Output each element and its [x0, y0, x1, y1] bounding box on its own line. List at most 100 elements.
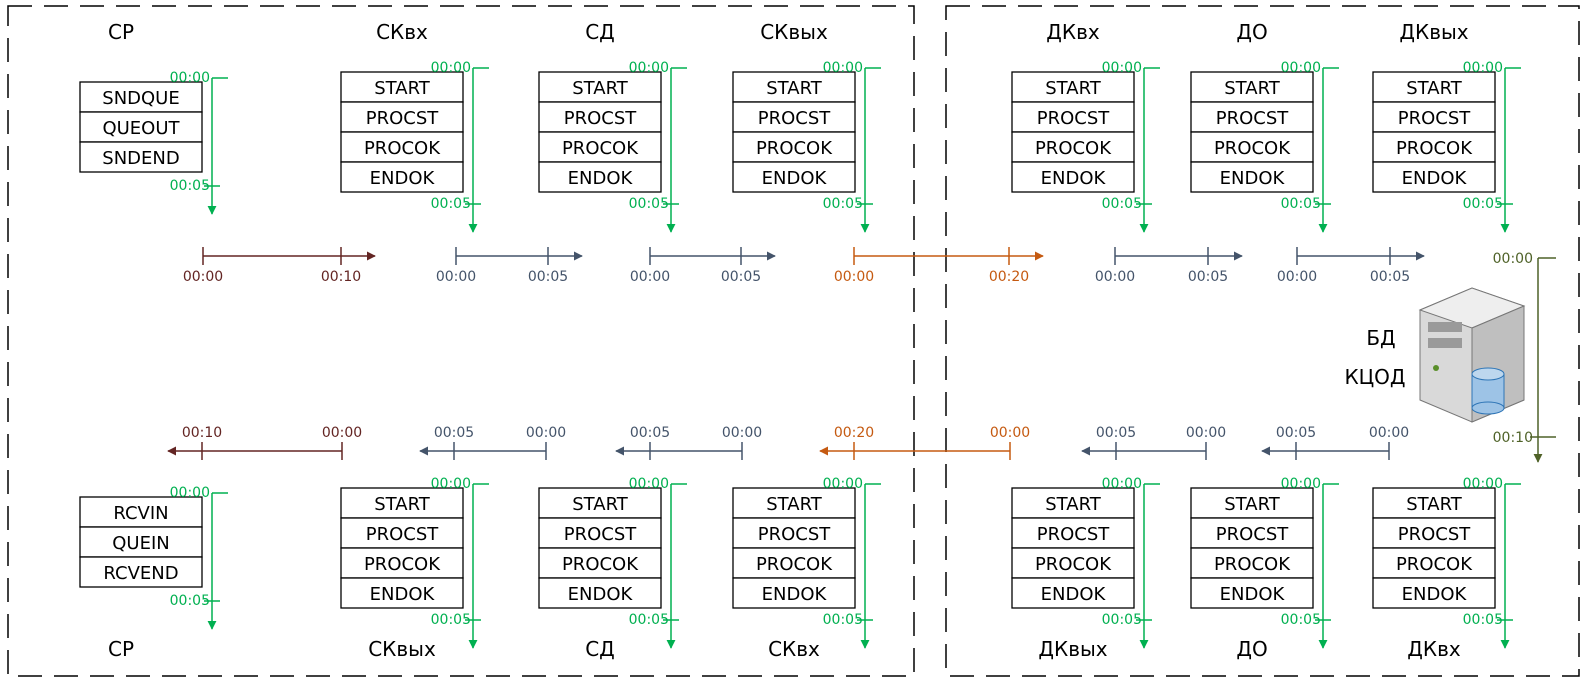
node-label: ДО: [1236, 20, 1267, 44]
time-label-start: 00:00: [1102, 60, 1142, 76]
link-end-label: 00:05: [1370, 269, 1410, 285]
database-server-icon: [1418, 287, 1526, 423]
state-box: [1011, 161, 1135, 193]
state-label: PROCOK: [1396, 554, 1473, 575]
link-start-label: 00:00: [834, 269, 874, 285]
state-label: PROCST: [366, 524, 440, 545]
link-start-label: 00:00: [990, 425, 1030, 441]
link-start-label: 00:00: [183, 269, 223, 285]
time-label-end: 00:05: [170, 178, 210, 194]
state-box: [79, 496, 203, 528]
state-box: [732, 547, 856, 579]
state-box: [1372, 547, 1496, 579]
state-label: ENDOK: [1402, 168, 1468, 189]
state-label: ENDOK: [1220, 168, 1286, 189]
state-box: [538, 71, 662, 103]
state-label: START: [1045, 78, 1102, 99]
state-label: PROCOK: [1396, 138, 1473, 159]
state-label: ENDOK: [568, 168, 634, 189]
state-box: [1011, 547, 1135, 579]
diagram-content: СРSNDQUEQUEOUTSNDEND00:0000:05СКвхSTARTP…: [79, 20, 1556, 661]
state-box: [1011, 131, 1135, 163]
state-label: PROCST: [1216, 108, 1290, 129]
state-label: PROCOK: [1214, 138, 1291, 159]
db-cylinder-bottom: [1471, 401, 1505, 415]
time-label-end: 00:05: [629, 612, 669, 628]
node-label: СД: [585, 637, 615, 661]
state-box: [340, 517, 464, 549]
state-box: [79, 81, 203, 113]
state-label: ENDOK: [568, 584, 634, 605]
state-label: RCVEND: [103, 563, 178, 584]
state-box: [1372, 161, 1496, 193]
node-label: ДКвх: [1407, 637, 1461, 661]
state-label: PROCST: [1398, 108, 1472, 129]
right-region-frame: [945, 5, 1580, 677]
state-box: [1372, 517, 1496, 549]
link-start-label: 00:00: [436, 269, 476, 285]
state-label: PROCOK: [364, 554, 441, 575]
state-box: [1372, 487, 1496, 519]
state-box: [1372, 101, 1496, 133]
node-label: ДКвых: [1399, 20, 1468, 44]
time-label-end: 00:05: [1281, 612, 1321, 628]
state-box: [1190, 487, 1314, 519]
state-box: [1372, 577, 1496, 609]
time-label-end: 00:05: [823, 612, 863, 628]
state-box: [1190, 161, 1314, 193]
state-label: ENDOK: [1220, 584, 1286, 605]
node-label: ДКвых: [1038, 637, 1107, 661]
time-label-start: 00:00: [823, 60, 863, 76]
state-box: [79, 556, 203, 588]
state-label: START: [766, 494, 823, 515]
node-label: СКвх: [376, 20, 428, 44]
server-slot: [1428, 338, 1462, 348]
time-label-start: 00:00: [1463, 476, 1503, 492]
time-label-end: 00:05: [431, 612, 471, 628]
state-label: PROCOK: [364, 138, 441, 159]
node-label: СР: [108, 20, 134, 44]
state-box: [732, 487, 856, 519]
state-box: [1011, 71, 1135, 103]
state-label: START: [1406, 78, 1463, 99]
state-box: [1190, 101, 1314, 133]
state-label: START: [1224, 78, 1281, 99]
link-end-label: 00:05: [721, 269, 761, 285]
state-box: [732, 101, 856, 133]
state-label: RCVIN: [113, 503, 168, 524]
node-label: СКвых: [760, 20, 828, 44]
state-box: [1190, 517, 1314, 549]
state-label: PROCOK: [1035, 554, 1112, 575]
state-label: ENDOK: [762, 168, 828, 189]
time-label-end: 00:05: [629, 196, 669, 212]
state-label: PROCOK: [562, 138, 639, 159]
state-label: START: [572, 78, 629, 99]
node-label: ДКвх: [1046, 20, 1100, 44]
state-label: PROCOK: [1035, 138, 1112, 159]
state-label: ENDOK: [370, 584, 436, 605]
time-label-start: 00:00: [1281, 60, 1321, 76]
time-label-start: 00:00: [823, 476, 863, 492]
state-label: PROCST: [758, 108, 832, 129]
state-box: [732, 71, 856, 103]
state-box: [1011, 487, 1135, 519]
state-box: [79, 526, 203, 558]
state-box: [340, 577, 464, 609]
state-label: PROCST: [366, 108, 440, 129]
state-label: PROCST: [564, 108, 638, 129]
node-label: СКвх: [768, 637, 820, 661]
time-label-start: 00:00: [170, 485, 210, 501]
time-label-start: 00:00: [1102, 476, 1142, 492]
node-label: СР: [108, 637, 134, 661]
link-start-label: 00:00: [1369, 425, 1409, 441]
state-box: [732, 161, 856, 193]
time-label-start: 00:00: [431, 60, 471, 76]
link-end-label: 00:05: [528, 269, 568, 285]
state-label: PROCOK: [756, 138, 833, 159]
state-label: PROCOK: [756, 554, 833, 575]
database-label: КЦОД: [1344, 365, 1405, 389]
state-label: PROCST: [564, 524, 638, 545]
link-end-label: 00:05: [630, 425, 670, 441]
link-start-label: 00:00: [630, 269, 670, 285]
state-label: ENDOK: [370, 168, 436, 189]
